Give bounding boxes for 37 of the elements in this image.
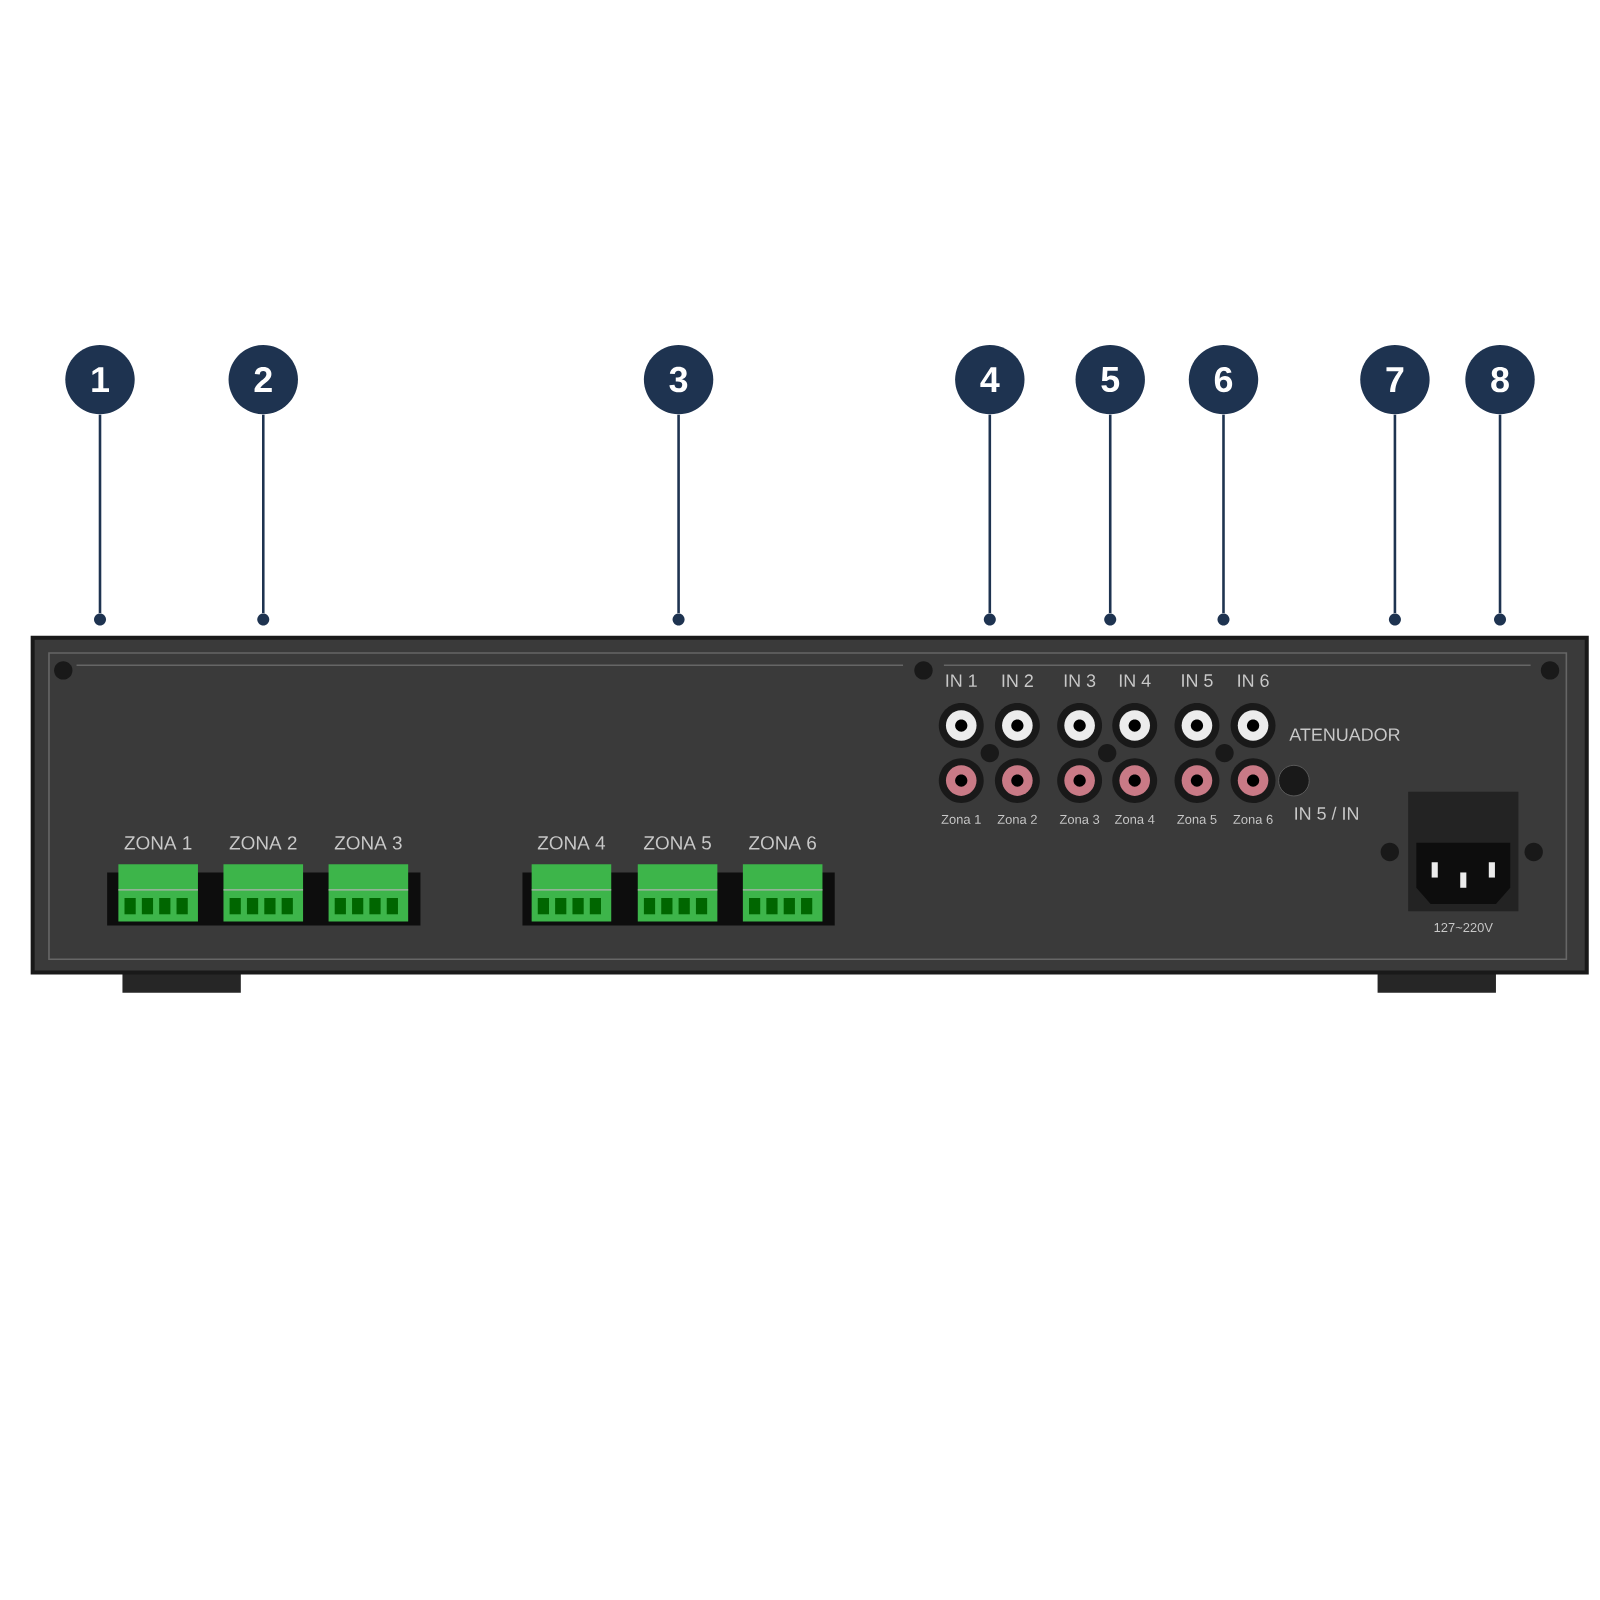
panel-label: IN 4	[1119, 674, 1151, 687]
panel-label: IN 3	[1064, 674, 1096, 687]
callout-number: 2	[228, 344, 298, 415]
panel-label: ZONA 4	[537, 836, 606, 850]
callout-number: 6	[1188, 344, 1259, 415]
panel-label: ZONA 2	[229, 836, 297, 850]
leader-line	[98, 414, 102, 613]
leader-line	[1222, 414, 1225, 613]
panel-label: ATENUADOR	[1289, 728, 1400, 742]
panel-label: ZONA 3	[334, 836, 402, 850]
panel-label: Zona 4	[1114, 814, 1155, 824]
callout-number: 3	[643, 344, 714, 415]
leader-line	[677, 414, 680, 613]
panel-label: IN 2	[1002, 674, 1033, 687]
leader-line	[1498, 414, 1502, 613]
callout-number: 5	[1075, 344, 1145, 415]
panel-label: IN 1	[946, 674, 977, 687]
panel-label: ZONA 5	[643, 836, 711, 850]
panel-label: Zona 2	[997, 814, 1037, 824]
panel-label: IN 5 / IN	[1295, 806, 1358, 820]
panel-label: ZONA 1	[124, 836, 192, 850]
leader-line	[1108, 414, 1112, 613]
panel-label: Zona 6	[1233, 814, 1273, 824]
panel-label: 127~220V	[1434, 923, 1493, 933]
panel-label: Zona 3	[1059, 814, 1100, 824]
panel-label: Zona 1	[941, 814, 981, 824]
callout-number: 1	[65, 344, 135, 415]
leader-line	[261, 414, 265, 613]
leader-line	[1393, 414, 1397, 613]
panel-label: IN 6	[1238, 674, 1269, 687]
panel-label: IN 5	[1182, 674, 1213, 687]
panel-label: Zona 5	[1177, 814, 1217, 824]
callout-number: 8	[1465, 344, 1535, 415]
leader-line	[988, 414, 992, 613]
panel-label: ZONA 6	[749, 836, 816, 850]
callout-number: 4	[955, 344, 1025, 415]
callout-number: 7	[1360, 344, 1430, 415]
